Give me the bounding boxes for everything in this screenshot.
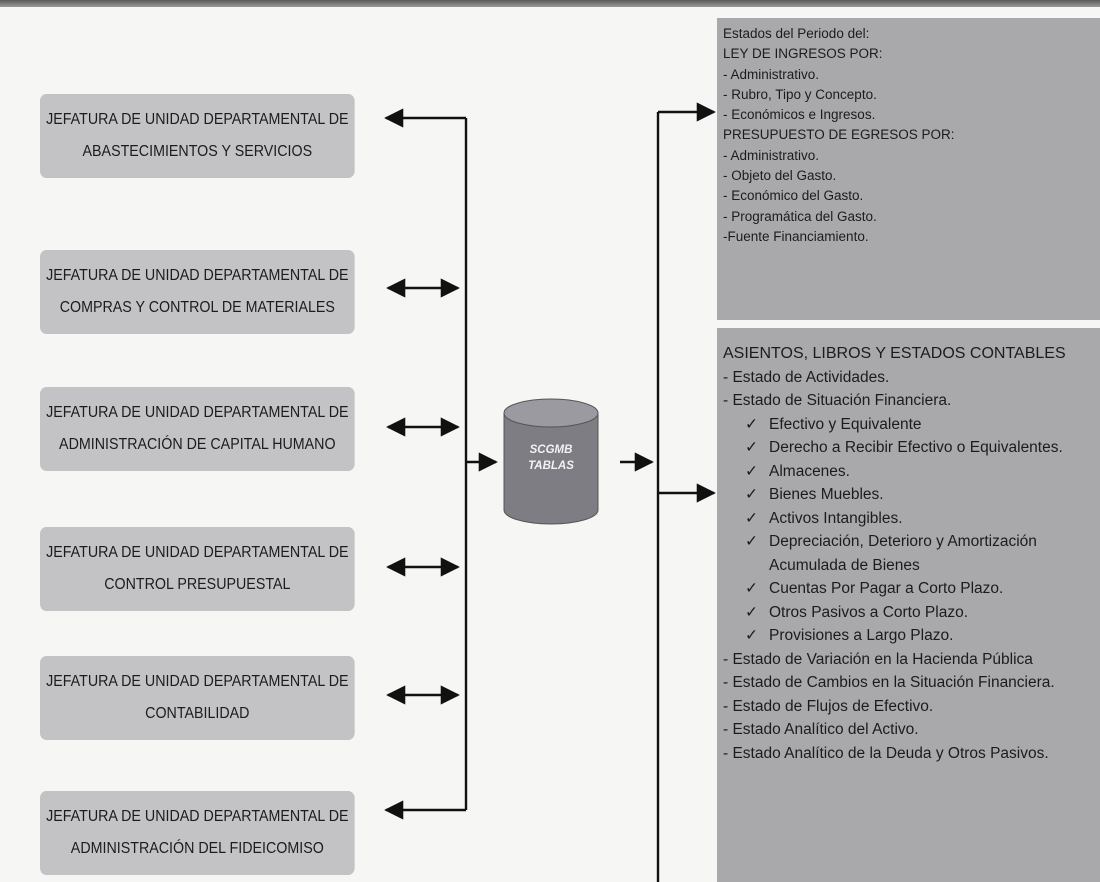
dept-line-2: CONTROL PRESUPUESTAL [104, 576, 291, 593]
dept-line-1: JEFATURA DE UNIDAD DEPARTAMENTAL DE [46, 267, 349, 284]
dept-box-fideicomiso: JEFATURA DE UNIDAD DEPARTAMENTAL DE ADMI… [40, 791, 355, 875]
accounting-item: - Estado Analítico de la Deuda y Otros P… [723, 742, 1100, 766]
dept-line-2: CONTABILIDAD [145, 705, 250, 722]
checkmark-icon: ✓ [745, 509, 758, 527]
panel-line: - Objeto del Gasto. [723, 168, 837, 184]
panel-line: - Económicos e Ingresos. [723, 107, 876, 123]
panel-line: - Programática del Gasto. [723, 208, 877, 224]
checkmark-icon: ✓ [745, 415, 758, 433]
accounting-item: - Estado Analítico del Activo. [723, 718, 1100, 742]
accounting-item-text: Provisiones a Largo Plazo. [769, 627, 954, 644]
accounting-item: - Estado de Variación en la Hacienda Púb… [723, 648, 1100, 672]
budget-reports-panel: Estados del Periodo del: LEY DE INGRESOS… [717, 18, 1100, 320]
accounting-item: ✓ Derecho a Recibir Efectivo o Equivalent… [723, 436, 1100, 460]
dept-box-control-presupuestal: JEFATURA DE UNIDAD DEPARTAMENTAL DE CONT… [40, 527, 355, 611]
checkmark-icon: ✓ [745, 627, 758, 644]
accounting-item-text: - Estado Analítico de la Deuda y Otros P… [723, 744, 1049, 762]
accounting-item-text: - Estado de Actividades. [723, 368, 890, 386]
accounting-item: ✓ Provisiones a Largo Plazo. [723, 624, 1100, 648]
accounting-item: Acumulada de Bienes [723, 554, 1100, 578]
checkmark-icon: ✓ [745, 580, 758, 597]
accounting-item-text: - Estado Analítico del Activo. [723, 721, 919, 738]
accounting-item-text: Efectivo y Equivalente [769, 415, 922, 433]
dept-box-capital-humano: JEFATURA DE UNIDAD DEPARTAMENTAL DE ADMI… [40, 387, 355, 471]
accounting-item: - Estado de Cambios en la Situación Fina… [723, 671, 1100, 695]
accounting-item-text: Cuentas Por Pagar a Corto Plazo. [769, 580, 1004, 597]
dept-line-1: JEFATURA DE UNIDAD DEPARTAMENTAL DE [46, 404, 349, 421]
accounting-item-text: - Estado de Cambios en la Situación Fina… [723, 674, 1055, 691]
accounting-item-text: Bienes Muebles. [769, 486, 884, 503]
accounting-item-text: - Estado de Variación en la Hacienda Púb… [723, 650, 1033, 668]
dept-box-abastecimientos: JEFATURA DE UNIDAD DEPARTAMENTAL DE ABAS… [40, 94, 355, 178]
accounting-item: ✓ Activos Intangibles. [723, 507, 1100, 531]
panel-line: - Económico del Gasto. [723, 188, 864, 204]
checkmark-icon: ✓ [745, 486, 758, 503]
accounting-item: - Estado de Situación Financiera. [723, 389, 1100, 413]
accounting-item: - Estado de Flujos de Efectivo. [723, 695, 1100, 719]
database-subtitle: TABLAS [528, 460, 574, 472]
panel-line: - Administrativo. [723, 147, 820, 163]
accounting-item: ✓ Efectivo y Equivalente [723, 413, 1100, 437]
dept-box-contabilidad: JEFATURA DE UNIDAD DEPARTAMENTAL DE CONT… [40, 656, 355, 740]
dept-line-2: COMPRAS Y CONTROL DE MATERIALES [59, 299, 335, 316]
dept-line-1: JEFATURA DE UNIDAD DEPARTAMENTAL DE [46, 808, 349, 825]
dept-line-1: JEFATURA DE UNIDAD DEPARTAMENTAL DE [46, 544, 349, 561]
checkmark-icon: ✓ [745, 603, 758, 621]
panel-heading: ASIENTOS, LIBROS Y ESTADOS CONTABLES [723, 345, 1066, 362]
accounting-item-text: Almacenes. [769, 462, 850, 480]
accounting-item-text: - Estado de Flujos de Efectivo. [723, 697, 934, 715]
dept-line-2: ABASTECIMIENTOS Y SERVICIOS [82, 143, 313, 160]
database-name: SCGMB [529, 444, 573, 456]
panel-line: -Fuente Financiamiento. [723, 228, 869, 244]
dept-line-1: JEFATURA DE UNIDAD DEPARTAMENTAL DE [46, 111, 349, 128]
panel-line: - Administrativo. [723, 66, 820, 82]
accounting-item: ✓ Cuentas Por Pagar a Corto Plazo. [723, 577, 1100, 601]
panel-line: Estados del Periodo del: [723, 26, 870, 41]
top-border [0, 0, 1100, 7]
accounting-item: ✓ Bienes Muebles. [723, 483, 1100, 507]
panel-line: LEY DE INGRESOS POR: [723, 46, 883, 62]
accounting-reports-panel: ASIENTOS, LIBROS Y ESTADOS CONTABLES - E… [717, 328, 1100, 882]
checkmark-icon: ✓ [745, 533, 758, 550]
accounting-item-text: Otros Pasivos a Corto Plazo. [769, 603, 968, 621]
panel-line: PRESUPUESTO DE EGRESOS POR: [723, 127, 955, 143]
database-cylinder [503, 398, 599, 525]
accounting-item: ✓ Depreciación, Deterioro y Amortización [723, 530, 1100, 554]
accounting-item: ✓ Otros Pasivos a Corto Plazo. [723, 601, 1100, 625]
database-label: SCGMB TABLAS [506, 444, 596, 472]
accounting-item-text: Acumulada de Bienes [769, 556, 920, 574]
panel-line: - Rubro, Tipo y Concepto. [723, 86, 877, 102]
accounting-item: - Estado de Actividades. [723, 366, 1100, 390]
checkmark-icon: ✓ [745, 439, 758, 456]
dept-box-compras: JEFATURA DE UNIDAD DEPARTAMENTAL DE COMP… [40, 250, 355, 334]
dept-line-1: JEFATURA DE UNIDAD DEPARTAMENTAL DE [46, 673, 349, 690]
accounting-item-text: - Estado de Situación Financiera. [723, 392, 952, 409]
accounting-item: ✓ Almacenes. [723, 460, 1100, 484]
accounting-item-text: Derecho a Recibir Efectivo o Equivalente… [769, 439, 1063, 456]
dept-line-2: ADMINISTRACIÓN DE CAPITAL HUMANO [59, 436, 336, 453]
accounting-item-text: Depreciación, Deterioro y Amortización [769, 533, 1037, 550]
dept-line-2: ADMINISTRACIÓN DEL FIDEICOMISO [70, 840, 324, 857]
accounting-items-list: - Estado de Actividades. - Estado de Situ… [723, 366, 1100, 766]
checkmark-icon: ✓ [745, 462, 758, 480]
accounting-item-text: Activos Intangibles. [769, 509, 903, 527]
